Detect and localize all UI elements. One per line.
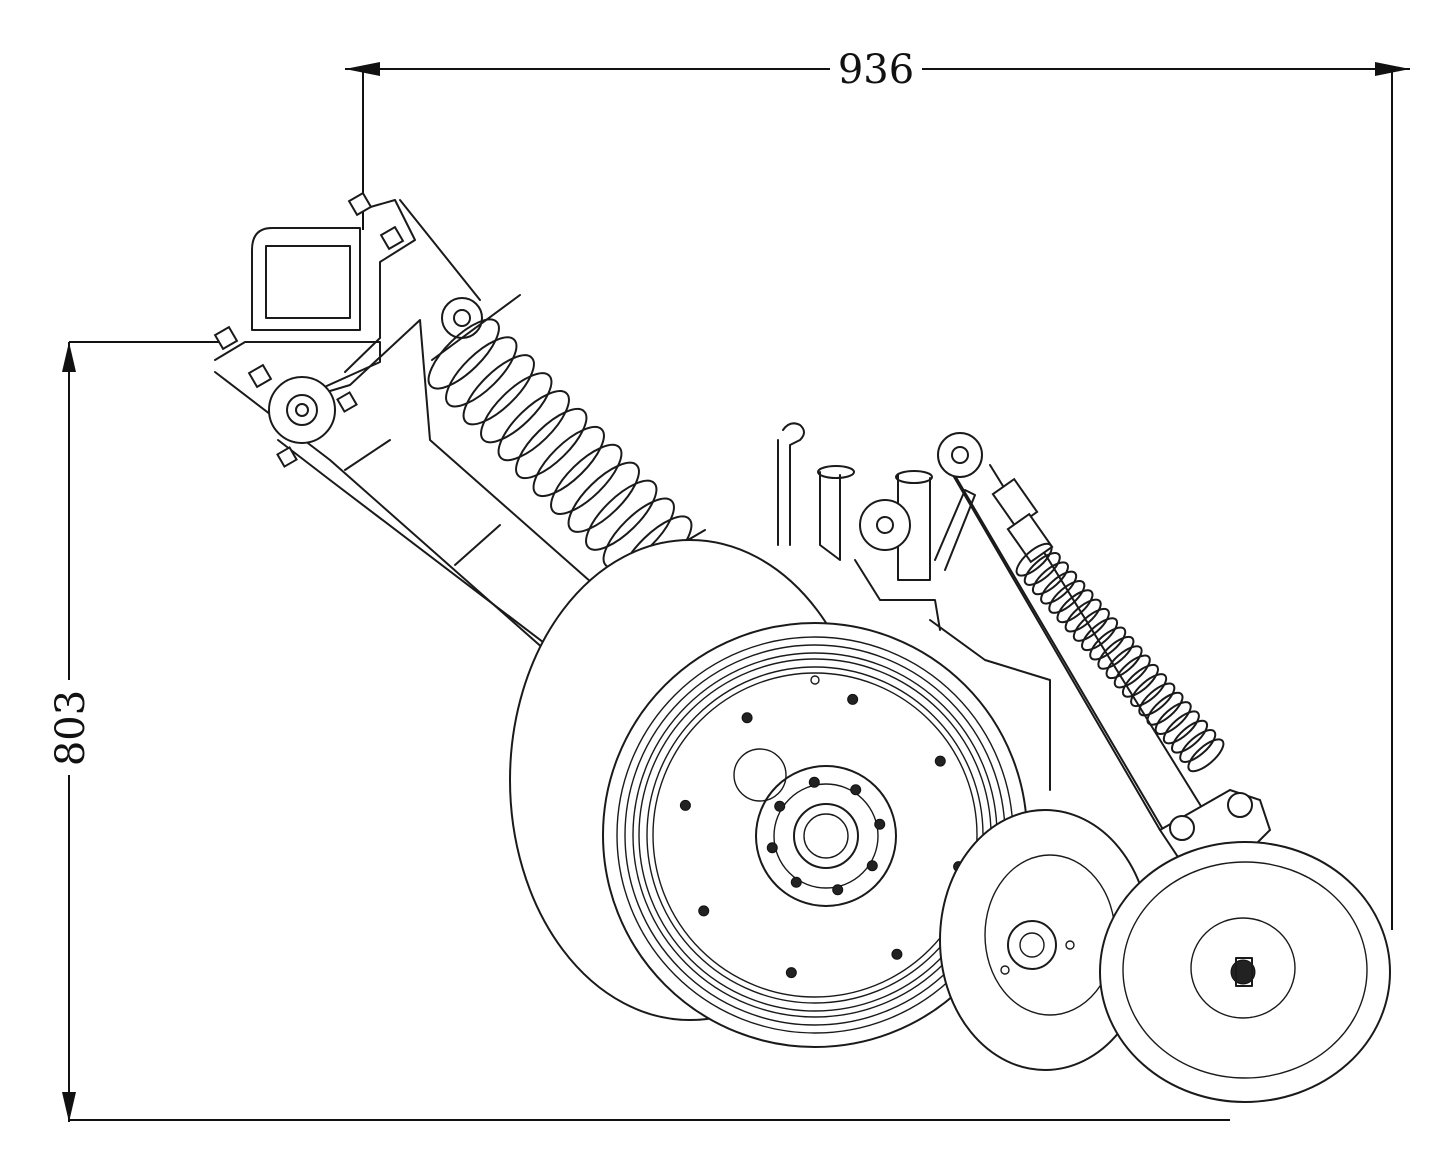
spring-coil xyxy=(585,479,658,551)
main-coil-spring xyxy=(427,294,706,587)
spring-coil xyxy=(480,372,553,444)
spring-coil xyxy=(1138,682,1176,717)
gauge-wheel-rim xyxy=(602,622,1028,1048)
width-dimension: 936 xyxy=(345,47,1410,930)
height-dimension: 803 xyxy=(48,341,1230,1122)
spring-coil xyxy=(1121,663,1159,698)
hub-bolt xyxy=(774,800,786,812)
spring-coil xyxy=(445,336,518,408)
spring-coil xyxy=(567,461,640,533)
spring-coil xyxy=(1023,552,1061,586)
seed-tube-assembly xyxy=(777,422,1051,791)
spring-coil xyxy=(1072,607,1110,642)
main-arm xyxy=(214,319,601,656)
rim-bolt xyxy=(679,799,691,811)
hub-bolt xyxy=(850,784,862,796)
spring-coil xyxy=(1113,654,1151,689)
spring-coil xyxy=(1130,673,1168,708)
mounting-bracket xyxy=(213,191,481,399)
spring-coil xyxy=(550,443,623,515)
spring-coil xyxy=(462,354,535,426)
rim-bolt xyxy=(891,948,903,960)
spring-coil xyxy=(427,318,500,390)
height-dimension-label: 803 xyxy=(48,690,94,766)
spring-coil xyxy=(1089,626,1127,661)
rim-bolt xyxy=(847,693,859,705)
hub-bolt xyxy=(766,842,778,854)
hub-bolt xyxy=(866,860,878,872)
spring-coil xyxy=(1187,738,1225,773)
spring-coil xyxy=(1048,580,1086,614)
spring-coil xyxy=(1056,589,1094,624)
spring-coil xyxy=(1031,561,1069,596)
spring-coil xyxy=(1179,729,1217,763)
rim-bolt xyxy=(741,712,753,724)
spring-coil xyxy=(1040,570,1078,605)
spring-coil xyxy=(532,425,605,497)
rim-bolt xyxy=(698,905,710,917)
spring-coil xyxy=(515,408,588,480)
hub-bolt xyxy=(790,876,802,888)
closing-arm xyxy=(937,432,1272,862)
spring-coil xyxy=(1064,598,1102,633)
spring-coil xyxy=(1105,645,1143,680)
spring-coil xyxy=(1146,691,1184,726)
spring-coil xyxy=(1171,719,1209,754)
spring-coil xyxy=(1097,635,1135,670)
hub-bolt xyxy=(832,884,844,896)
rim-bolt xyxy=(785,967,797,979)
width-dimension-label: 936 xyxy=(838,47,914,93)
spring-coil xyxy=(497,390,570,462)
rim-bolt xyxy=(934,755,946,767)
spring-coil xyxy=(1015,542,1053,577)
spring-coil xyxy=(1154,701,1192,735)
hub-bolt xyxy=(874,818,886,830)
hub-bolt xyxy=(808,776,820,788)
spring-coil xyxy=(1081,617,1119,652)
closing-wheel xyxy=(1099,841,1391,1103)
spring-coil xyxy=(1162,710,1200,745)
